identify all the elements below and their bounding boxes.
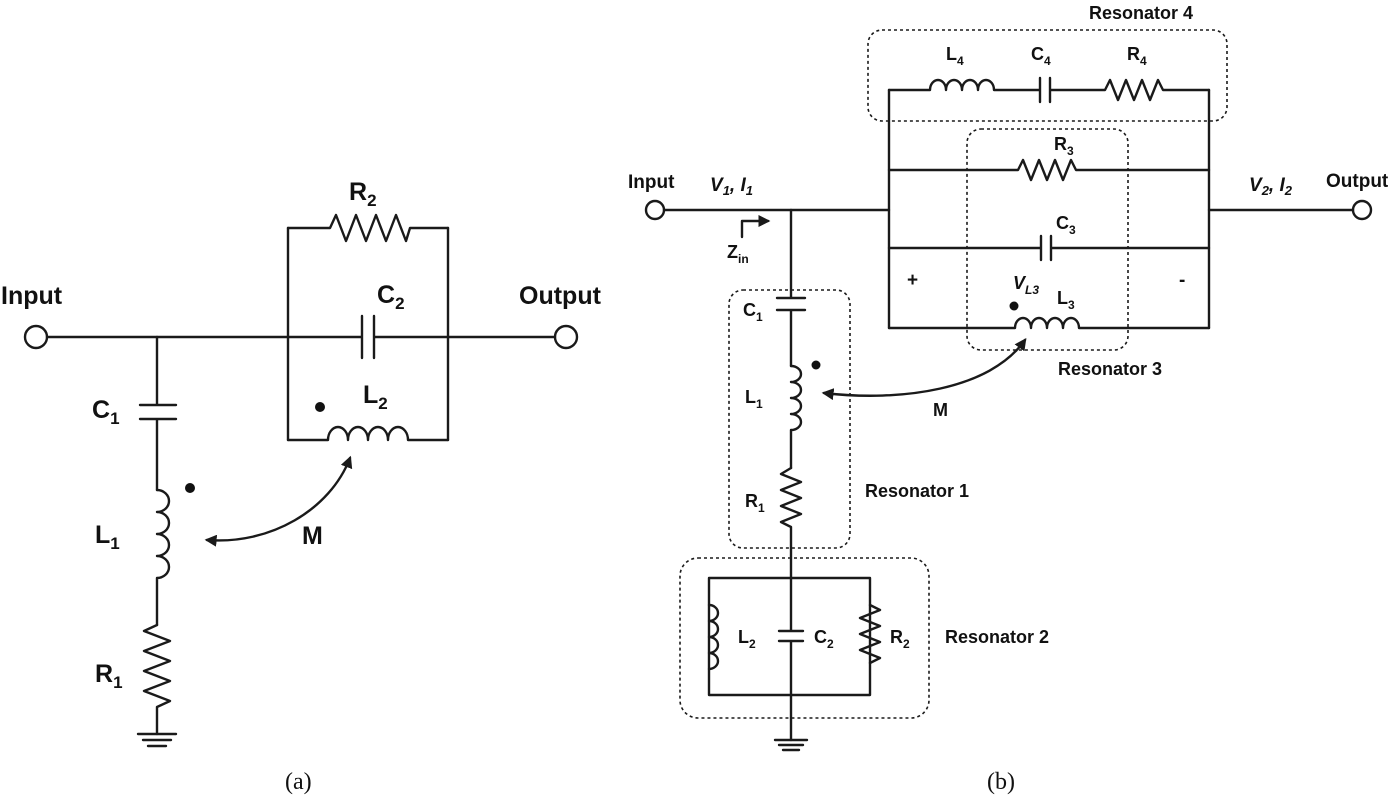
caption-a: (a) xyxy=(285,769,312,795)
v2-i2-label: V2, I2 xyxy=(1249,175,1293,198)
capacitor-c3-b xyxy=(887,234,1211,262)
resistor-r1-a xyxy=(142,623,172,736)
r1-label-b: R1 xyxy=(745,491,765,515)
wire-a-main xyxy=(45,226,290,442)
c1-label-b: C1 xyxy=(743,300,763,324)
mutual-coupling-arrow-b xyxy=(821,338,1027,401)
capacitor-c2-a xyxy=(286,314,450,360)
input-label-b: Input xyxy=(628,172,675,193)
vl3-label-b: VL3 xyxy=(1013,273,1039,297)
dot-l1-a xyxy=(185,483,195,493)
r3-label-b: R3 xyxy=(1054,134,1074,158)
v1-i1-label: V1, I1 xyxy=(710,175,753,198)
resonator-1-label: Resonator 1 xyxy=(865,481,969,501)
resistor-r1-b xyxy=(779,466,803,580)
c2-label-b: C2 xyxy=(814,627,834,651)
mutual-coupling-arrow-a xyxy=(204,455,353,547)
c4-label-b: C4 xyxy=(1031,44,1051,68)
inductor-l1-a xyxy=(155,488,171,627)
plus-sign: + xyxy=(907,270,918,291)
panel-b: Input Output V1, I1 V2, I2 Zin C1 L1 R1 … xyxy=(628,3,1389,795)
resonator-2-box xyxy=(679,557,930,719)
panel-a: Input Output R2 C2 L2 C1 L1 R1 M (a) xyxy=(1,178,602,795)
dot-l2-a xyxy=(315,402,325,412)
inductor-l1-b xyxy=(789,364,803,470)
r1-label-a: R1 xyxy=(95,660,123,692)
inductor-l3-b xyxy=(887,316,1211,330)
ground-icon-b xyxy=(773,738,809,752)
c3-label-b: C3 xyxy=(1056,213,1076,237)
caption-b: (b) xyxy=(987,769,1015,795)
inductor-l2-a xyxy=(286,425,450,442)
resistor-r3-b xyxy=(887,158,1211,182)
resonator-3-box xyxy=(966,128,1129,351)
l2-label-b: L2 xyxy=(738,627,756,651)
r2-label-a: R2 xyxy=(349,178,377,210)
dot-l1-b xyxy=(811,360,821,370)
zin-arrow xyxy=(740,215,771,239)
inductor-l2-b xyxy=(707,603,720,671)
output-label-a: Output xyxy=(519,282,602,310)
r4-label-b: R4 xyxy=(1127,44,1147,68)
m-label-b: M xyxy=(933,400,948,420)
resonator-4-label: Resonator 4 xyxy=(1089,3,1193,23)
l2-label-a: L2 xyxy=(363,381,388,413)
dot-l3-b xyxy=(1009,301,1019,311)
ground-icon-a xyxy=(136,732,178,748)
resonator-2-frame xyxy=(707,576,872,697)
resonator-1-box xyxy=(728,289,851,549)
resistor-r2-a xyxy=(286,213,450,243)
resonator-3-label: Resonator 3 xyxy=(1058,359,1162,379)
minus-sign: - xyxy=(1179,270,1185,291)
input-terminal-a xyxy=(23,324,49,350)
resonator-4-box xyxy=(867,29,1228,122)
c1-label-a: C1 xyxy=(92,396,120,428)
input-label-a: Input xyxy=(1,282,63,310)
resonator-4-branch xyxy=(887,76,1211,104)
l4-label-b: L4 xyxy=(946,44,964,68)
output-terminal-a xyxy=(553,324,579,350)
m-label-a: M xyxy=(302,522,323,550)
wire-b-rails xyxy=(887,88,1211,330)
c2-label-a: C2 xyxy=(377,281,405,313)
capacitor-c2-b xyxy=(777,576,805,742)
capacitor-c1-a xyxy=(138,335,178,492)
zin-label: Zin xyxy=(727,242,749,266)
output-terminal-b xyxy=(1351,199,1373,221)
l1-label-a: L1 xyxy=(95,521,120,553)
input-terminal-b xyxy=(644,199,666,221)
wire-a-right xyxy=(446,226,557,442)
r2-label-b: R2 xyxy=(890,627,910,651)
output-label-b: Output xyxy=(1326,171,1389,192)
l1-label-b: L1 xyxy=(745,387,763,411)
resonator-2-label: Resonator 2 xyxy=(945,627,1049,647)
resistor-r2-b xyxy=(858,603,882,665)
capacitor-c1-b xyxy=(775,208,807,368)
l3-label-b: L3 xyxy=(1057,288,1075,312)
